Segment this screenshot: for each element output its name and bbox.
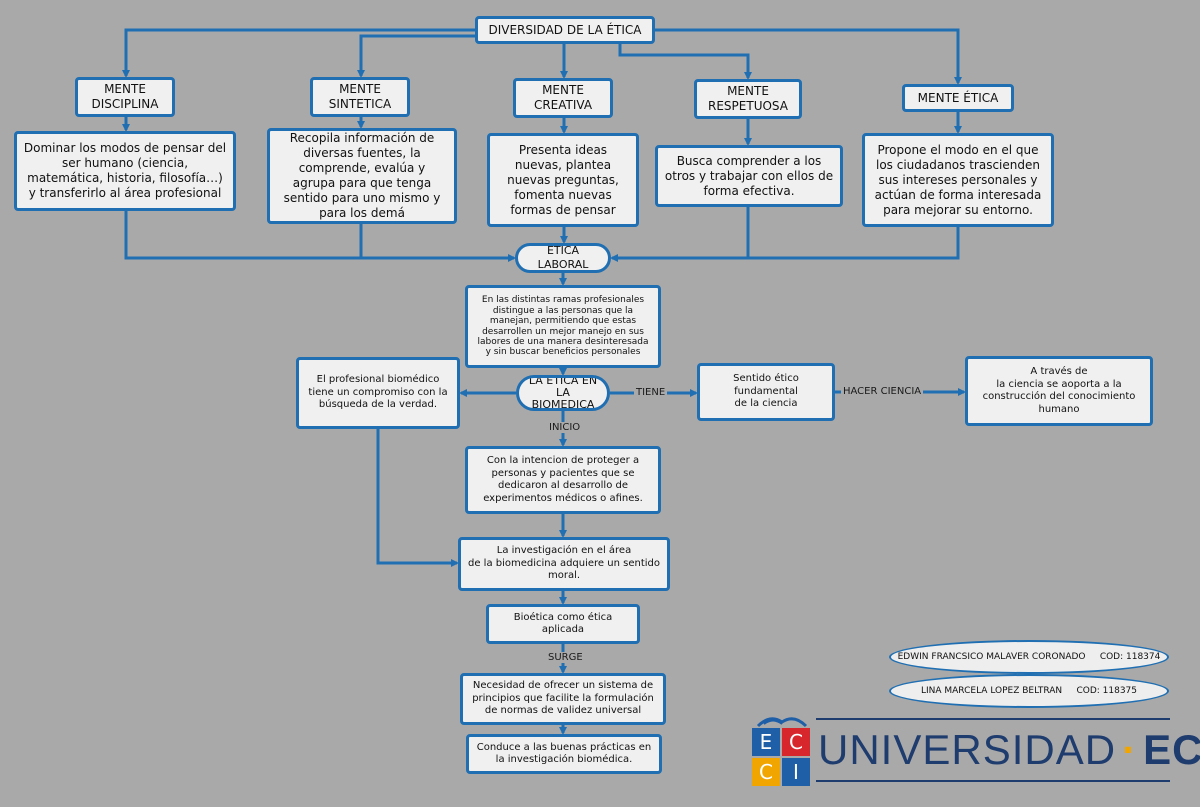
proteger-personas-node: Con la intencion de proteger a personas … xyxy=(465,446,661,514)
compromiso-verdad-node: El profesional biomédico tiene un compro… xyxy=(296,357,460,429)
etica-biomedica-node: LA ÉTICA EN LA BIOMEDICA xyxy=(516,375,610,411)
mind-disciplina: MENTE DISCIPLINA xyxy=(75,77,175,117)
mind-respetuosa-description: Busca comprender a los otros y trabajar … xyxy=(655,145,843,207)
title-node: DIVERSIDAD DE LA ÉTICA xyxy=(475,16,655,44)
logo-tile-e: E xyxy=(752,728,780,756)
edge-label-inicio: INICIO xyxy=(547,422,583,433)
mind-creativa: MENTE CREATIVA xyxy=(513,78,613,118)
link-title-respetuosa xyxy=(618,44,752,80)
book-icon xyxy=(756,717,808,728)
mind-sintetica: MENTE SINTETICA xyxy=(310,77,410,117)
mind-etica: MENTE ÉTICA xyxy=(902,84,1014,112)
edge-label-hacer-ciencia: HACER CIENCIA xyxy=(841,386,924,397)
connector-lines xyxy=(122,28,966,735)
mind-creativa-description: Presenta ideas nuevas, plantea nuevas pr… xyxy=(487,133,639,227)
bioetica-node: Bioética como ética aplicada xyxy=(486,604,640,644)
logo-separator-dot: · xyxy=(1122,726,1138,773)
construccion-conocimiento-node: A través de la ciencia se aoporta a la c… xyxy=(965,356,1153,426)
author-edwin: EDWIN FRANCSICO MALAVER CORONADO COD: 11… xyxy=(889,640,1169,674)
edge-label-surge: SURGE xyxy=(546,652,585,663)
logo-tile-c2: C xyxy=(752,758,780,786)
mind-respetuosa: MENTE RESPETUOSA xyxy=(694,79,802,119)
mind-etica-description: Propone el modo en el que los ciudadanos… xyxy=(862,133,1054,227)
necesidad-principios-node: Necesidad de ofrecer un sistema de princ… xyxy=(460,673,666,725)
link-compromiso-investigacion xyxy=(376,429,459,567)
link-title-sintetica xyxy=(357,34,475,78)
etica-laboral-description: En las distintas ramas profesionales dis… xyxy=(465,285,661,368)
link-disciplina-laboral xyxy=(124,211,516,262)
buenas-practicas-node: Conduce a las buenas prácticas en la inv… xyxy=(466,734,662,774)
etica-laboral-node: ÉTICA LABORAL xyxy=(515,243,611,273)
author-lina: LINA MARCELA LOPEZ BELTRAN COD: 118375 xyxy=(889,674,1169,708)
sentido-etico-node: Sentido ético fundamental de la ciencia xyxy=(697,363,835,421)
logo-tile-i: I xyxy=(782,758,810,786)
mind-disciplina-description: Dominar los modos de pensar del ser huma… xyxy=(14,131,236,211)
investigacion-moral-node: La investigación en el área de la biomed… xyxy=(458,537,670,591)
mind-sintetica-description: Recopila información de diversas fuentes… xyxy=(267,128,457,224)
edge-label-tiene: TIENE xyxy=(634,387,668,398)
logo-tile-c1: C xyxy=(782,728,810,756)
logo-rule-bottom xyxy=(816,780,1170,782)
logo-rule-top xyxy=(816,718,1170,720)
link-etica-laboral xyxy=(748,227,960,260)
link-title-etica xyxy=(655,28,962,85)
logo-word-universidad: UNIVERSIDAD xyxy=(818,726,1117,773)
link-title-disciplina xyxy=(122,28,475,78)
